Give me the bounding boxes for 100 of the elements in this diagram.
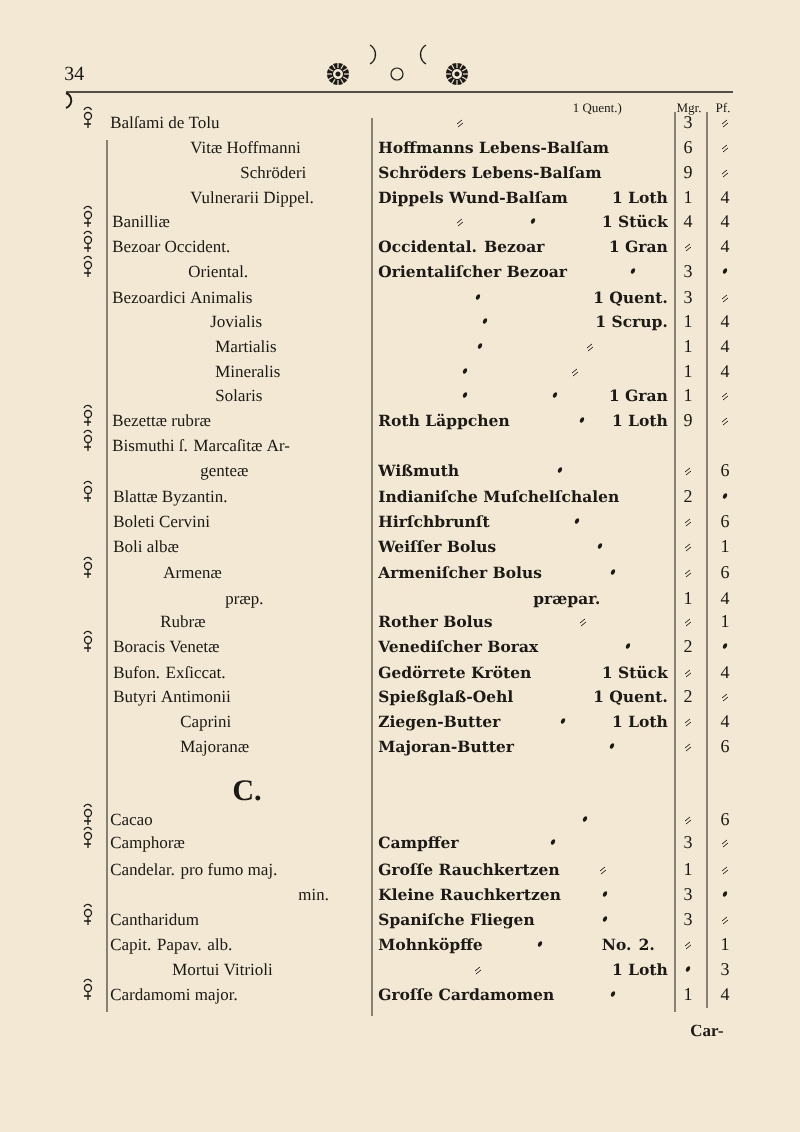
price-groschen: 9 bbox=[684, 414, 692, 427]
latin-name: Boracis Venetæ bbox=[113, 640, 219, 653]
latin-name: Caprini bbox=[180, 715, 231, 731]
price-pfennig: 4 bbox=[720, 592, 730, 604]
latin-name: præp. bbox=[225, 596, 263, 608]
latin-name: Majoranæ bbox=[180, 740, 249, 756]
latin-name: Bismuthi ſ. Marcaſitæ Ar- bbox=[112, 439, 290, 452]
price-pfennig: 4 bbox=[720, 715, 730, 727]
latin-name: Bezoar Occident. bbox=[112, 240, 230, 253]
latin-name: Blattæ Byzantin. bbox=[113, 490, 227, 506]
latin-name: Schröderi bbox=[241, 166, 306, 179]
german-name: Campffer bbox=[378, 836, 459, 852]
latin-name: Capit. Papav. alb. bbox=[110, 938, 232, 954]
catchword: Car- bbox=[691, 1024, 723, 1037]
german-name: Majoran-Butter bbox=[378, 740, 515, 756]
price-groschen: 2 bbox=[684, 690, 692, 702]
quantity-unit: 1 Gran bbox=[610, 389, 668, 402]
german-name: Venediſcher Borax bbox=[378, 640, 539, 653]
price-pfennig: 4 bbox=[720, 315, 730, 327]
price-groschen: 3 bbox=[684, 913, 692, 926]
price-groschen: 1 bbox=[685, 389, 692, 401]
quantity-unit: 1 Stück bbox=[603, 665, 669, 679]
latin-name: Bezettæ rubræ bbox=[112, 414, 211, 427]
price-groschen: 3 bbox=[684, 888, 692, 901]
german-name: Spießglaß-Oehl bbox=[379, 690, 513, 706]
price-pfennig: 4 bbox=[720, 988, 730, 1000]
quantity-unit: 1 Gran bbox=[610, 240, 668, 253]
price-pfennig: 6 bbox=[721, 813, 729, 826]
price-groschen: 3 bbox=[684, 116, 692, 129]
price-pfennig: 4 bbox=[720, 240, 730, 252]
price-groschen: 4 bbox=[683, 215, 693, 227]
german-name: Hoffmanns Lebens-Balſam bbox=[378, 141, 609, 154]
german-name: Mohnköpffe bbox=[378, 937, 483, 954]
price-groschen: 1 bbox=[685, 191, 692, 203]
quantity-unit: 1 Quent. bbox=[595, 291, 667, 306]
latin-name: Bufon. Exſiccat. bbox=[113, 666, 225, 679]
price-pfennig: 4 bbox=[720, 365, 730, 377]
price-pfennig: 4 bbox=[720, 215, 730, 227]
quantity-unit: 1 Loth bbox=[613, 191, 668, 204]
column-header: 1 Quent.) bbox=[573, 103, 622, 115]
price-pfennig: 6 bbox=[721, 464, 729, 477]
latin-name: Jovialis bbox=[210, 315, 262, 328]
price-pfennig: 1 bbox=[722, 615, 729, 627]
price-pfennig: 4 bbox=[720, 191, 730, 203]
latin-name: Banilliæ bbox=[112, 215, 170, 228]
german-name: Weiſſer Bolus bbox=[378, 540, 496, 553]
page-number: 34 bbox=[65, 66, 84, 81]
german-name: Groſſe Cardamomen bbox=[378, 988, 554, 1001]
price-pfennig: 4 bbox=[720, 340, 730, 352]
price-pfennig: 4 bbox=[720, 666, 730, 678]
german-name: Indianiſche Muſchelſchalen bbox=[378, 490, 619, 503]
price-groschen: 1 bbox=[685, 988, 692, 1000]
price-pfennig: 3 bbox=[721, 963, 729, 976]
price-groschen: 1 bbox=[685, 315, 692, 327]
latin-name: Butyri Antimonii bbox=[113, 690, 231, 706]
price-groschen: 1 bbox=[685, 365, 692, 377]
price-groschen: 3 bbox=[684, 265, 692, 278]
german-name: Hirſchbrunſt bbox=[378, 515, 490, 528]
quantity-unit: 1 Stück bbox=[603, 214, 669, 228]
price-groschen: 2 bbox=[684, 640, 692, 652]
price-pfennig: 6 bbox=[721, 515, 729, 528]
latin-name: Vitæ Hoffmanni bbox=[190, 141, 301, 154]
latin-name: Boleti Cervini bbox=[113, 515, 210, 528]
quantity-unit: 1 Loth bbox=[613, 414, 668, 427]
price-groschen: 3 bbox=[684, 836, 692, 849]
price-pfennig: 6 bbox=[721, 566, 729, 579]
latin-name: Camphoræ bbox=[110, 836, 185, 852]
latin-name: Cantharidum bbox=[110, 913, 199, 926]
quantity-unit: 1 Quent. bbox=[595, 690, 667, 705]
latin-name: min. bbox=[298, 888, 328, 901]
german-name: Armeniſcher Bolus bbox=[378, 566, 542, 579]
german-name: Kleine Rauchkertzen bbox=[378, 888, 561, 901]
price-groschen: 6 bbox=[684, 141, 692, 154]
latin-name: Martialis bbox=[215, 340, 276, 353]
german-name: Ziegen-Butter bbox=[378, 715, 501, 731]
price-groschen: 1 bbox=[685, 863, 692, 875]
latin-name: Cacao bbox=[110, 813, 153, 826]
latin-name: Mineralis bbox=[215, 365, 280, 378]
german-name: Rother Bolus bbox=[378, 615, 492, 628]
price-groschen: 1 bbox=[685, 592, 692, 604]
latin-name: Rubræ bbox=[160, 615, 205, 628]
quantity-unit: 1 Scrup. bbox=[597, 315, 667, 331]
german-name: præpar. bbox=[533, 595, 600, 608]
latin-name: Mortui Vitrioli bbox=[172, 963, 273, 976]
column-header: Pf. bbox=[715, 102, 730, 113]
latin-name: Bezoardici Animalis bbox=[112, 291, 252, 304]
price-pfennig: 1 bbox=[722, 938, 729, 950]
price-groschen: 2 bbox=[684, 490, 692, 502]
german-name: Gedörrete Kröten bbox=[378, 665, 531, 679]
latin-name: Cardamomi major. bbox=[110, 988, 237, 1004]
german-name: Occidental. Bezoar bbox=[378, 240, 545, 253]
latin-name: genteæ bbox=[200, 466, 248, 480]
latin-name: Candelar. pro fumo maj. bbox=[110, 863, 277, 879]
section-letter: C. bbox=[233, 780, 261, 801]
german-name: Orientaliſcher Bezoar bbox=[378, 265, 568, 278]
german-name: Groſſe Rauchkertzen bbox=[378, 863, 560, 876]
column-header: Mgr. bbox=[676, 103, 701, 115]
latin-name: Boli albæ bbox=[113, 540, 179, 553]
latin-name: Armenæ bbox=[163, 566, 222, 579]
price-pfennig: 6 bbox=[721, 740, 729, 753]
